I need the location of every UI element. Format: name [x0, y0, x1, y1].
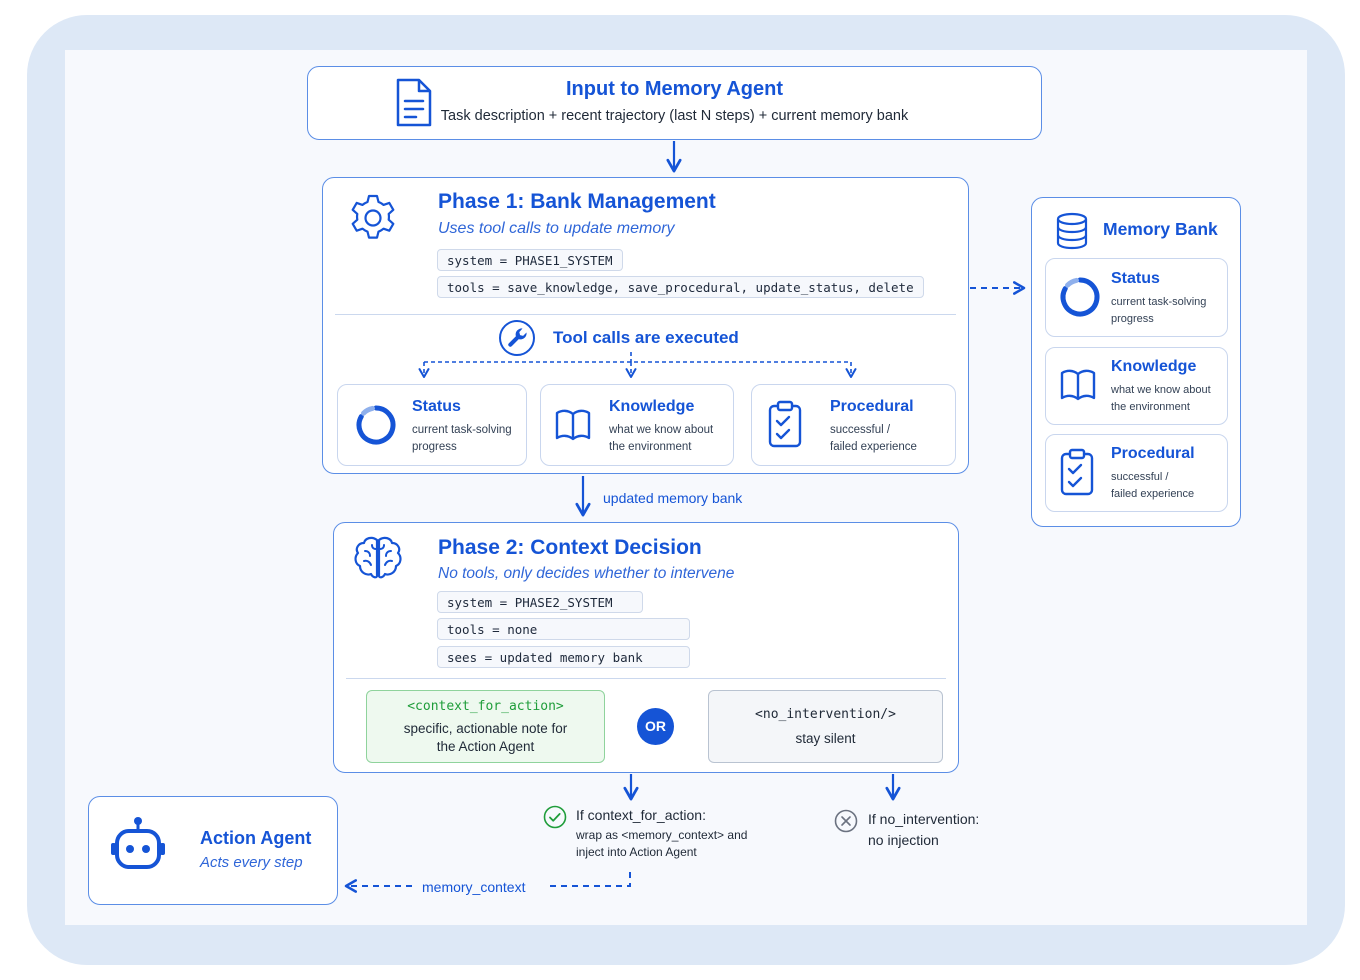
phase1-procedural-desc-2: failed experience: [830, 441, 917, 453]
outcome-context-line1: wrap as <memory_context> and: [576, 828, 748, 842]
bank-knowledge-title: Knowledge: [1111, 358, 1197, 375]
phase1-box: Phase 1: Bank Management Uses tool calls…: [322, 177, 969, 474]
bank-knowledge-desc-2: the environment: [1111, 401, 1190, 413]
action-agent-box: Action Agent Acts every step: [88, 796, 338, 905]
brain-icon: [354, 536, 402, 579]
phase1-knowledge-desc-2: the environment: [609, 441, 692, 453]
bank-procedural-desc-2: failed experience: [1111, 488, 1195, 500]
outcome-context-title: If context_for_action:: [576, 807, 706, 823]
no-intervention-desc: stay silent: [795, 731, 856, 746]
input-subtitle: Task description + recent trajectory (la…: [440, 108, 909, 124]
or-badge: OR: [637, 708, 674, 745]
phase1-procedural-desc-1: successful /: [830, 424, 891, 436]
memory-bank-box: Memory Bank Status current task-solving …: [1031, 197, 1241, 527]
phase2-box: Phase 2: Context Decision No tools, only…: [333, 522, 959, 773]
outcome-none-line1: no injection: [868, 832, 939, 848]
action-agent-title: Action Agent: [200, 828, 312, 848]
context-for-action-desc-2: the Action Agent: [436, 739, 535, 754]
bank-procedural-desc-1: successful /: [1111, 471, 1169, 483]
wrench-icon: [499, 320, 535, 356]
phase1-status-card: Status current task-solving progress: [337, 384, 527, 466]
phase1-tools-code: tools = save_knowledge, save_procedural,…: [437, 276, 924, 298]
outcome-context-line2: inject into Action Agent: [576, 845, 697, 859]
phase1-procedural-card: Procedural successful / failed experienc…: [751, 384, 956, 466]
phase1-subtitle: Uses tool calls to update memory: [438, 220, 675, 237]
phase1-status-desc-2: progress: [412, 441, 457, 453]
bank-status-desc-2: progress: [1111, 313, 1154, 325]
memory-bank-title: Memory Bank: [1103, 219, 1218, 239]
phase1-status-desc-1: current task-solving: [412, 424, 512, 436]
book-icon: [555, 409, 591, 441]
outcome-none-title: If no_intervention:: [868, 811, 980, 827]
clipboard-check-icon: [1060, 448, 1094, 496]
document-icon: [396, 78, 432, 127]
phase2-divider: [346, 678, 946, 679]
progress-ring-icon: [1060, 277, 1100, 317]
no-intervention-tag: <no_intervention/>: [755, 707, 896, 722]
phase2-sees-code: sees = updated memory bank: [437, 646, 690, 668]
context-for-action-tag: <context_for_action>: [407, 699, 564, 714]
bank-knowledge-card: Knowledge what we know about the environ…: [1045, 347, 1228, 425]
robot-icon: [111, 817, 165, 869]
input-box: Input to Memory Agent Task description +…: [307, 66, 1042, 140]
bank-procedural-title: Procedural: [1111, 445, 1195, 462]
bank-knowledge-desc-1: what we know about: [1111, 384, 1211, 396]
progress-ring-icon: [356, 405, 396, 445]
memory-context-label: memory_context: [422, 879, 526, 895]
check-circle-icon: [543, 805, 567, 829]
phase1-divider: [335, 314, 956, 315]
clipboard-check-icon: [768, 400, 802, 448]
phase2-system-code: system = PHASE2_SYSTEM: [437, 591, 643, 613]
tool-calls-executed-label: Tool calls are executed: [553, 328, 739, 347]
gear-icon: [351, 194, 395, 239]
phase1-status-title: Status: [412, 398, 461, 415]
phase1-system-code: system = PHASE1_SYSTEM: [437, 249, 623, 271]
x-circle-icon: [834, 809, 858, 833]
phase1-knowledge-title: Knowledge: [609, 398, 695, 415]
bank-status-title: Status: [1111, 270, 1160, 287]
bank-procedural-card: Procedural successful / failed experienc…: [1045, 434, 1228, 512]
phase1-procedural-title: Procedural: [830, 398, 914, 415]
phase1-knowledge-desc-1: what we know about: [609, 424, 714, 436]
context-for-action-card: <context_for_action> specific, actionabl…: [366, 690, 605, 763]
action-agent-subtitle: Acts every step: [200, 854, 303, 871]
context-for-action-desc-1: specific, actionable note for: [403, 721, 568, 736]
phase1-title: Phase 1: Bank Management: [438, 190, 716, 213]
phase1-knowledge-card: Knowledge what we know about the environ…: [540, 384, 734, 466]
bank-status-card: Status current task-solving progress: [1045, 258, 1228, 337]
phase2-title: Phase 2: Context Decision: [438, 536, 702, 559]
phase2-subtitle: No tools, only decides whether to interv…: [438, 565, 735, 582]
input-title: Input to Memory Agent: [565, 78, 784, 100]
database-icon: [1056, 212, 1088, 250]
or-label: OR: [645, 718, 666, 734]
updated-memory-bank-label: updated memory bank: [603, 490, 743, 506]
book-icon: [1060, 369, 1096, 401]
phase2-tools-code: tools = none: [437, 618, 690, 640]
bank-status-desc-1: current task-solving: [1111, 296, 1207, 308]
no-intervention-card: <no_intervention/> stay silent: [708, 690, 943, 763]
